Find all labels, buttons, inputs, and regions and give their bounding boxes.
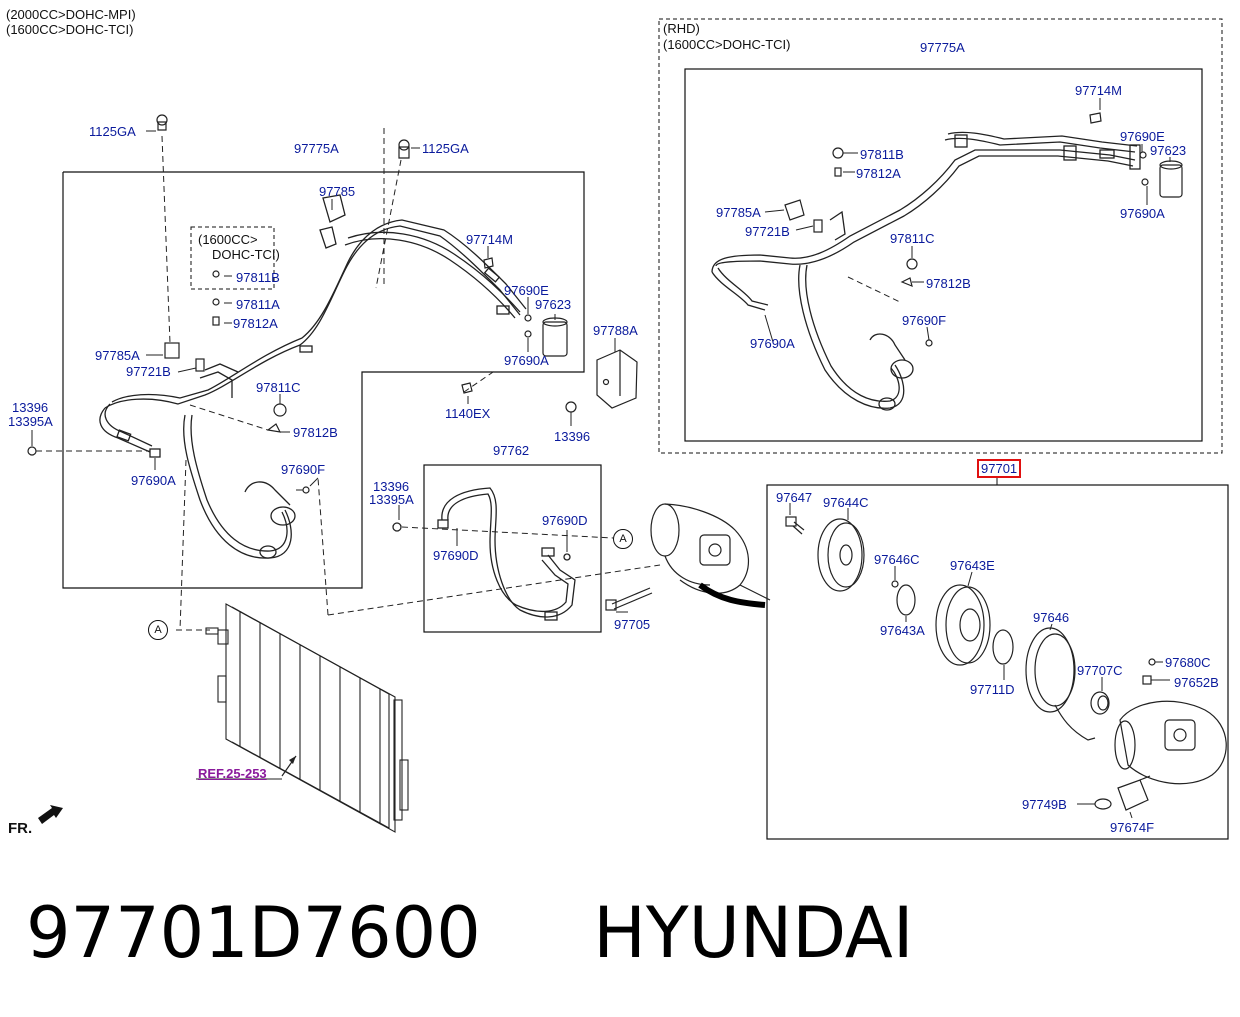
condenser xyxy=(205,603,409,833)
part-label-97812B-main[interactable]: 97812B xyxy=(293,425,338,440)
part-label-97690D-right[interactable]: 97690D xyxy=(542,513,588,528)
connector-marker-a-right: A xyxy=(613,529,633,549)
part-label-1125GA-right[interactable]: 1125GA xyxy=(422,141,469,156)
footer-part-number: 97701D7600 xyxy=(26,892,481,974)
part-label-97785[interactable]: 97785 xyxy=(319,184,356,199)
receiver-drier-left xyxy=(542,317,568,357)
part-label-97690A-main-right[interactable]: 97690A xyxy=(504,353,549,368)
inset-note-line2: DOHC-TCI) xyxy=(212,247,280,262)
part-label-97705[interactable]: 97705 xyxy=(614,617,651,632)
footer-brand: HYUNDAI xyxy=(593,892,914,974)
hardware-left xyxy=(27,114,577,494)
part-label-97652B[interactable]: 97652B xyxy=(1174,675,1219,690)
part-label-97788A[interactable]: 97788A xyxy=(593,323,638,338)
part-label-97714M-rhd[interactable]: 97714M xyxy=(1075,83,1122,98)
receiver-drier-rhd xyxy=(1159,160,1183,198)
part-label-97690E-main[interactable]: 97690E xyxy=(504,283,549,298)
ref-arrowhead xyxy=(289,756,296,764)
rhd-hose-assembly xyxy=(711,131,1141,411)
part-label-97811C-main[interactable]: 97811C xyxy=(256,380,301,395)
part-label-97690E-rhd[interactable]: 97690E xyxy=(1120,129,1165,144)
part-label-97811C-rhd[interactable]: 97811C xyxy=(890,231,935,246)
part-label-97690A-rhd-right[interactable]: 97690A xyxy=(1120,206,1165,221)
rhd-assembly-frame xyxy=(684,68,1203,442)
main-assembly-frame xyxy=(62,171,585,589)
compressor-middle xyxy=(650,503,771,601)
part-label-97812A-main[interactable]: 97812A xyxy=(233,316,278,331)
rhd-dashed-frame xyxy=(658,18,1223,454)
part-label-97646C[interactable]: 97646C xyxy=(874,552,920,567)
main-hose-assembly xyxy=(99,194,527,559)
front-marker-label: FR. xyxy=(8,820,33,837)
part-label-97690D-left[interactable]: 97690D xyxy=(433,548,479,563)
part-label-97680C[interactable]: 97680C xyxy=(1165,655,1211,670)
part-label-97643E[interactable]: 97643E xyxy=(950,558,995,573)
inset-note-frame xyxy=(190,226,275,290)
part-label-97714M-main[interactable]: 97714M xyxy=(466,232,513,247)
part-label-97644C[interactable]: 97644C xyxy=(823,495,869,510)
leader-lines xyxy=(31,98,1171,819)
part-label-97643A[interactable]: 97643A xyxy=(880,623,925,638)
part-label-13396-left[interactable]: 13396 xyxy=(12,400,49,415)
bracket-97788A xyxy=(596,349,638,409)
part-label-97707C[interactable]: 97707C xyxy=(1077,663,1123,678)
part-label-97721B-main[interactable]: 97721B xyxy=(126,364,171,379)
part-label-97785A-rhd[interactable]: 97785A xyxy=(716,205,761,220)
part-label-97811B-main[interactable]: 97811B xyxy=(236,270,280,285)
part-label-97812B-rhd[interactable]: 97812B xyxy=(926,276,971,291)
part-label-97762[interactable]: 97762 xyxy=(493,443,530,458)
ref-link-25-253[interactable]: REF.25-253 xyxy=(198,766,267,781)
part-label-97623-rhd[interactable]: 97623 xyxy=(1150,143,1187,158)
dashed-connection-lines xyxy=(36,128,901,631)
rhd-title: (RHD) xyxy=(663,21,700,36)
part-label-97811B-rhd[interactable]: 97811B xyxy=(860,147,904,162)
part-label-97711D[interactable]: 97711D xyxy=(970,682,1015,697)
hose-97762-frame xyxy=(423,464,602,633)
part-label-97701-highlighted[interactable]: 97701 xyxy=(977,459,1022,478)
bolt-97705 xyxy=(605,587,653,611)
engine-label-1600cc: (1600CC>DOHC-TCI) xyxy=(6,22,134,37)
part-label-97749B[interactable]: 97749B xyxy=(1022,797,1067,812)
inset-note-line1: (1600CC> xyxy=(198,232,258,247)
part-label-97647[interactable]: 97647 xyxy=(776,490,813,505)
kit-components xyxy=(785,516,1227,811)
part-label-97690F-rhd[interactable]: 97690F xyxy=(902,313,947,328)
connector-marker-a-left: A xyxy=(148,620,168,640)
part-label-13395A-left[interactable]: 13395A xyxy=(8,414,53,429)
front-arrow-icon xyxy=(38,805,63,824)
part-label-13396-mid[interactable]: 13396 xyxy=(554,429,591,444)
part-label-97690A-rhd-left[interactable]: 97690A xyxy=(750,336,795,351)
engine-label-2000cc: (2000CC>DOHC-MPI) xyxy=(6,7,136,22)
part-label-97785A-main[interactable]: 97785A xyxy=(95,348,140,363)
part-label-97775A-main[interactable]: 97775A xyxy=(294,141,339,156)
part-label-13396-b[interactable]: 13396 xyxy=(373,479,410,494)
part-label-97721B-rhd[interactable]: 97721B xyxy=(745,224,790,239)
rhd-engine-label: (1600CC>DOHC-TCI) xyxy=(663,37,791,52)
hardware-rhd xyxy=(784,112,1149,347)
part-label-1125GA-left[interactable]: 1125GA xyxy=(89,124,136,139)
part-label-97623-main[interactable]: 97623 xyxy=(535,297,572,312)
part-label-97812A-rhd[interactable]: 97812A xyxy=(856,166,901,181)
compressor-belt-mark xyxy=(698,582,766,608)
part-label-97811A[interactable]: 97811A xyxy=(236,297,280,312)
part-label-97646[interactable]: 97646 xyxy=(1033,610,1070,625)
part-label-13395A-b[interactable]: 13395A xyxy=(369,492,414,507)
part-label-1140EX[interactable]: 1140EX xyxy=(445,406,491,421)
part-label-97690A-main-left[interactable]: 97690A xyxy=(131,473,176,488)
footer-title: 97701D7600 HYUNDAI xyxy=(26,890,913,976)
part-label-97690F-main[interactable]: 97690F xyxy=(281,462,326,477)
part-label-97775A-rhd[interactable]: 97775A xyxy=(920,40,965,55)
hose-97762 xyxy=(392,487,576,621)
part-label-97674F[interactable]: 97674F xyxy=(1110,820,1155,835)
